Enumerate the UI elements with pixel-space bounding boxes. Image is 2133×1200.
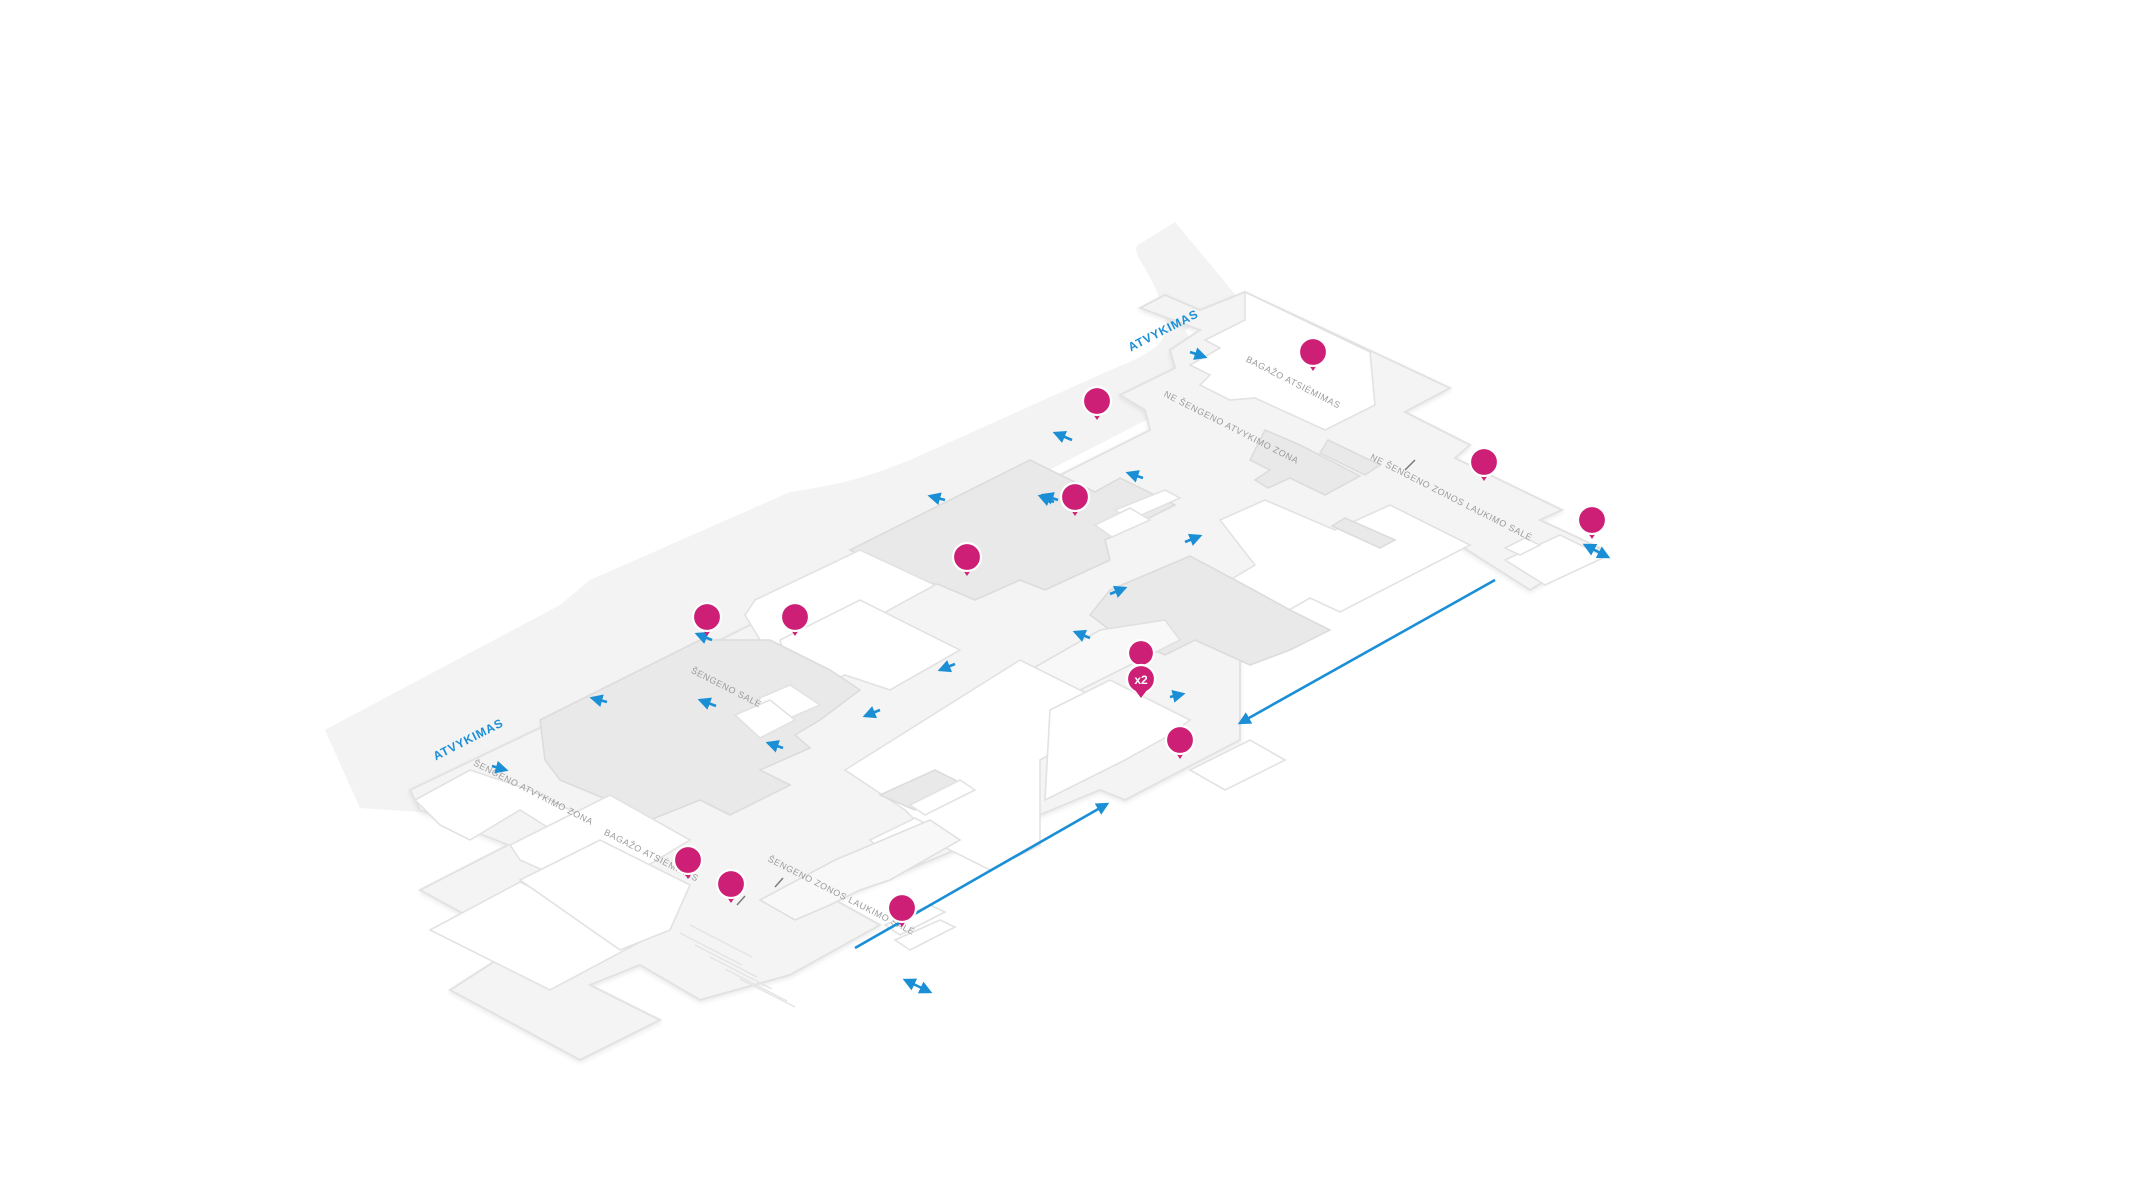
rooms <box>413 290 1607 991</box>
arrow-icon <box>1072 629 1091 642</box>
map-pin-icon[interactable] <box>1164 724 1196 759</box>
arrow-icon <box>1169 690 1186 703</box>
pin-count-badge: x2 <box>1134 673 1148 687</box>
corridor-arrow-right <box>1237 578 1496 725</box>
arrow-icon <box>862 706 881 719</box>
map-pin-icon[interactable] <box>886 892 918 927</box>
arrow-icon <box>1189 347 1208 360</box>
arrow-icon <box>1125 470 1144 483</box>
arrow-icon <box>1109 585 1128 598</box>
direction-arrows <box>491 347 1208 774</box>
map-pin-icon[interactable] <box>1468 446 1500 481</box>
double-arrow-icon <box>1582 543 1611 559</box>
door-marks <box>736 459 1416 906</box>
arrow-icon <box>927 492 946 505</box>
arrow-icon <box>1040 492 1059 505</box>
map-pin-icon[interactable] <box>779 601 811 636</box>
map-pin-icon[interactable] <box>951 541 983 576</box>
arrow-icon <box>1184 533 1203 546</box>
arrow-icon <box>937 660 956 673</box>
arrow-icon <box>589 694 608 707</box>
arrow-icon <box>697 697 717 710</box>
arrow-icon <box>491 760 509 774</box>
arrow-icon <box>765 740 784 753</box>
road-band <box>325 222 1240 812</box>
stairs <box>679 924 796 1008</box>
map-pin-icon[interactable] <box>1059 481 1091 516</box>
map-pin-icon[interactable] <box>1297 336 1329 371</box>
arrow-icon <box>694 631 713 644</box>
map-pin-icon[interactable] <box>691 601 723 636</box>
map-pin-multiple[interactable]: x2 <box>1125 638 1157 700</box>
map-pin-icon[interactable] <box>1081 385 1113 420</box>
map-pin-icon[interactable] <box>1576 504 1608 539</box>
map-pin-icon[interactable] <box>715 868 747 903</box>
corridor-arrows <box>854 543 1611 994</box>
map-pins[interactable] <box>672 336 1608 927</box>
arrow-icon <box>1052 430 1073 443</box>
corridor-arrow-left <box>854 802 1110 950</box>
map-pin-icon[interactable] <box>672 844 704 879</box>
double-arrow-icon <box>902 978 933 994</box>
